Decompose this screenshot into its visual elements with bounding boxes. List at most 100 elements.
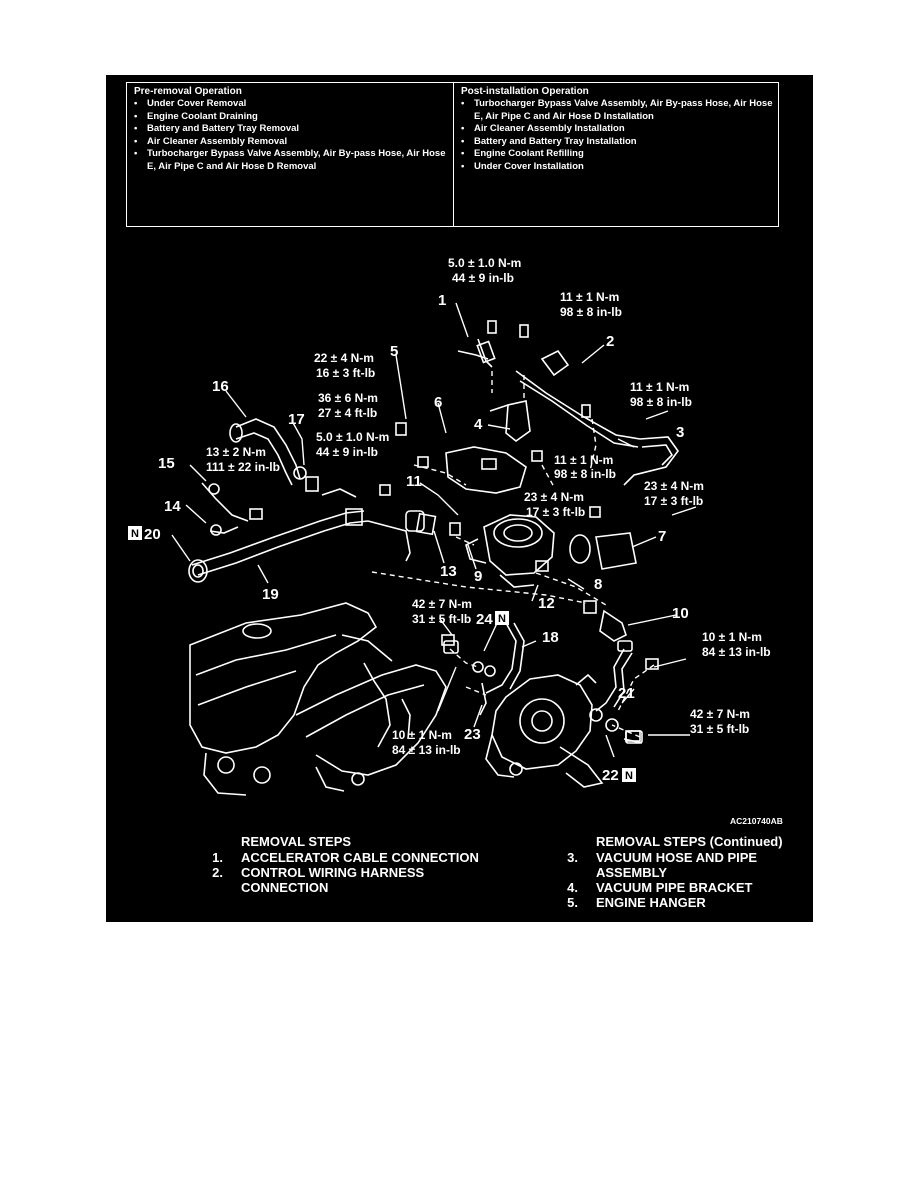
- part-number: 7: [658, 528, 666, 545]
- part-number: 4: [474, 416, 483, 433]
- air-hose-part: [569, 532, 637, 570]
- hoses-center: [305, 476, 437, 536]
- engine-block: [189, 602, 447, 796]
- part-number: 15: [158, 455, 175, 472]
- post-installation-column: Post-installation Operation Turbocharger…: [454, 83, 778, 226]
- torque-label: 36 ± 6 N-m: [318, 391, 378, 405]
- oil-return-hose: [443, 622, 525, 716]
- torque-label: 22 ± 4 N-m: [314, 351, 374, 365]
- part-number: 12: [538, 595, 555, 612]
- part-number: 21: [618, 685, 635, 702]
- leader-lines: [171, 302, 697, 758]
- part-number: 22: [602, 767, 619, 784]
- removal-steps-heading: REMOVAL STEPS: [241, 834, 352, 849]
- part-number: 9: [474, 568, 482, 585]
- bolts: [249, 320, 659, 742]
- part-number: 20: [144, 526, 161, 543]
- torque-label: 42 ± 7 N-m: [690, 707, 750, 721]
- removal-step: 5. ENGINE HANGER: [556, 895, 806, 910]
- torque-label: 23 ± 4 N-m: [644, 479, 704, 493]
- torque-label: 11 ± 1 N-m: [630, 380, 689, 394]
- step-text: ACCELERATOR CABLE CONNECTION: [241, 850, 479, 865]
- n-badge: [128, 526, 142, 540]
- removal-step: 1. ACCELERATOR CABLE CONNECTION: [201, 850, 481, 865]
- step-text: VACUUM HOSE AND PIPE ASSEMBLY: [596, 850, 758, 880]
- torque-label: 42 ± 7 N-m: [412, 597, 472, 611]
- water-hose-left: [229, 418, 307, 486]
- turbocharger: [485, 673, 604, 788]
- step-number: 1.: [212, 850, 223, 865]
- torque-label: 111 ± 22 in-lb: [206, 460, 280, 474]
- water-pipe: [188, 510, 411, 583]
- torque-label: 17 ± 3 ft-lb: [526, 505, 585, 519]
- list-item: Air Cleaner Assembly Installation: [461, 123, 778, 136]
- step-number: 4.: [567, 880, 578, 895]
- part-number: 23: [464, 726, 481, 743]
- removal-steps-continued-heading: REMOVAL STEPS (Continued): [596, 834, 783, 849]
- part-number: 3: [676, 424, 684, 441]
- throttle-body-assembly: [465, 514, 555, 588]
- part-number: 5: [390, 343, 398, 360]
- torque-label: 10 ± 1 N-m: [392, 728, 452, 742]
- removal-step: 4. VACUUM PIPE BRACKET: [556, 880, 806, 895]
- step-number: 3.: [567, 850, 578, 865]
- removal-step: 3. VACUUM HOSE AND PIPE ASSEMBLY: [556, 850, 806, 880]
- part-number: 24: [476, 611, 493, 628]
- n-badge-letter: N: [498, 613, 506, 625]
- part-number: 17: [288, 411, 305, 428]
- torque-label: 5.0 ± 1.0 N-m: [316, 430, 389, 444]
- part-numbers: 1 2 3 4 5 6 7 8 9 10 11 12 13 14 15 16 1…: [144, 292, 689, 784]
- post-installation-heading: Post-installation Operation: [461, 86, 589, 97]
- non-reusable-badges: N N N: [128, 526, 636, 782]
- illustration-panel: 5.0 ± 1.0 N-m 44 ± 9 in-lb 11 ± 1 N-m 98…: [106, 75, 813, 922]
- torque-label: 98 ± 8 in-lb: [630, 395, 692, 409]
- part-number: 2: [606, 333, 614, 350]
- list-item: Turbocharger Bypass Valve Assembly, Air …: [461, 98, 778, 123]
- part-number: 14: [164, 498, 181, 515]
- torque-label: 31 ± 5 ft-lb: [412, 612, 471, 626]
- torque-label: 31 ± 5 ft-lb: [690, 722, 749, 736]
- n-badge-letter: N: [625, 770, 633, 782]
- part-number: 18: [542, 629, 559, 646]
- torque-label: 44 ± 9 in-lb: [452, 271, 514, 285]
- torque-label: 13 ± 2 N-m: [206, 445, 266, 459]
- part-number: 13: [440, 563, 457, 580]
- removal-step: 2. CONTROL WIRING HARNESS CONNECTION: [201, 865, 481, 895]
- figure-code: AC210740AB: [730, 816, 783, 826]
- list-item: Under Cover Removal: [134, 98, 453, 111]
- exploded-view-diagram: 5.0 ± 1.0 N-m 44 ± 9 in-lb 11 ± 1 N-m 98…: [128, 256, 783, 826]
- step-text: ENGINE HANGER: [596, 895, 706, 910]
- torque-label: 10 ± 1 N-m: [702, 630, 762, 644]
- alignment-lines: [371, 371, 655, 738]
- pre-removal-column: Pre-removal Operation Under Cover Remova…: [127, 83, 454, 226]
- list-item: Engine Coolant Draining: [134, 111, 453, 124]
- list-item: Turbocharger Bypass Valve Assembly, Air …: [134, 148, 453, 173]
- post-installation-list: Turbocharger Bypass Valve Assembly, Air …: [454, 98, 778, 173]
- part-number: 10: [672, 605, 689, 622]
- part-number: 1: [438, 292, 446, 309]
- n-badge: [495, 611, 509, 625]
- list-item: Air Cleaner Assembly Removal: [134, 136, 453, 149]
- torque-label: 98 ± 8 in-lb: [560, 305, 622, 319]
- n-badge-letter: N: [131, 528, 139, 540]
- step-number: 5.: [567, 895, 578, 910]
- removal-steps-column: REMOVAL STEPS 1. ACCELERATOR CABLE CONNE…: [201, 834, 481, 895]
- vacuum-pipe-assembly: [457, 338, 679, 486]
- torque-label: 44 ± 9 in-lb: [316, 445, 378, 459]
- list-item: Under Cover Installation: [461, 161, 778, 174]
- pre-removal-list: Under Cover Removal Engine Coolant Drain…: [127, 98, 453, 173]
- list-item: Battery and Battery Tray Installation: [461, 136, 778, 149]
- torque-label: 98 ± 8 in-lb: [554, 467, 616, 481]
- removal-steps-continued-column: REMOVAL STEPS (Continued) 3. VACUUM HOSE…: [556, 834, 806, 910]
- engine-hanger: [445, 446, 527, 494]
- vacuum-pipe-bracket: [489, 400, 531, 443]
- small-pipe-14-15: [201, 482, 249, 536]
- torque-label: 11 ± 1 N-m: [554, 453, 613, 467]
- torque-label: 16 ± 3 ft-lb: [316, 366, 375, 380]
- list-item: Engine Coolant Refilling: [461, 148, 778, 161]
- torque-label: 17 ± 3 ft-lb: [644, 494, 703, 508]
- oil-pipe-right: [589, 609, 643, 744]
- part-number: 11: [406, 473, 422, 490]
- part-number: 19: [262, 586, 279, 603]
- part-number: 6: [434, 394, 442, 411]
